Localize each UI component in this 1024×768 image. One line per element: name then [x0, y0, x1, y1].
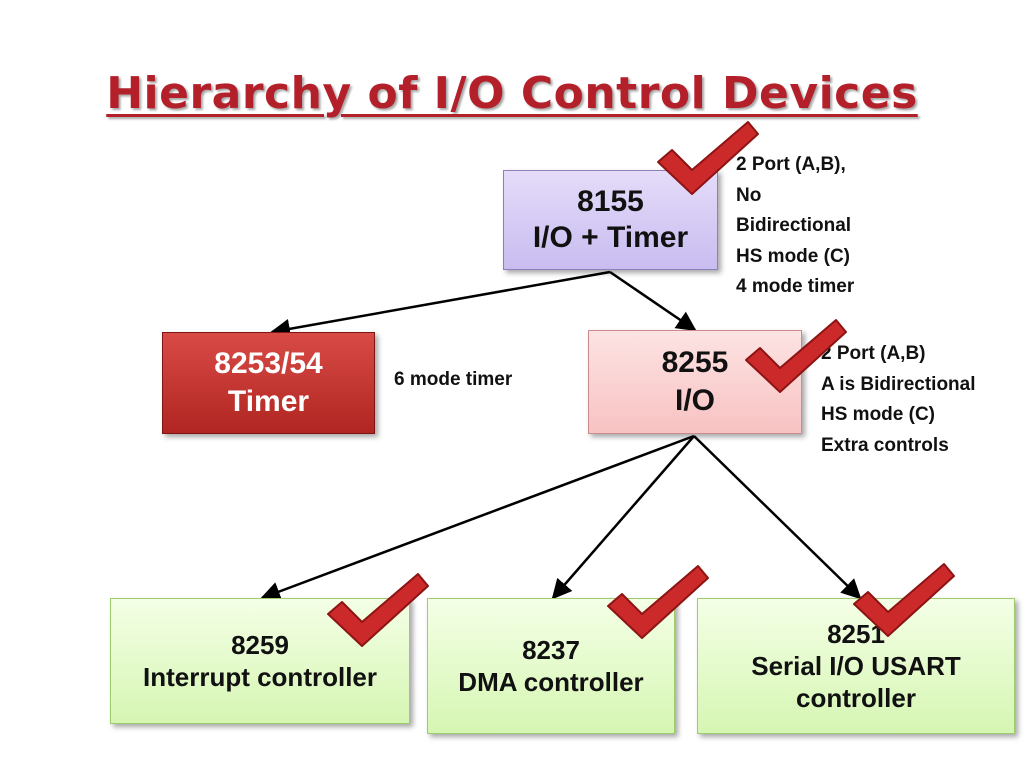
node-8255: 8255 I/O: [588, 330, 802, 434]
note-8155-features: 2 Port (A,B), No Bidirectional HS mode (…: [736, 150, 854, 303]
note-line: 2 Port (A,B): [821, 343, 926, 364]
note-line: 4 mode timer: [736, 276, 855, 297]
note-line: A is Bidirectional: [821, 373, 976, 395]
node-8259-number: 8259: [231, 630, 289, 660]
note-line: 2 Port (A,B),: [736, 154, 846, 175]
checkmark-icon: [657, 121, 759, 195]
checkmark-icon: [327, 573, 429, 647]
note-line: HS mode (C): [821, 404, 935, 425]
connector-8255-8237: [551, 435, 695, 600]
node-8253-number: 8253/54: [214, 347, 323, 380]
note-8253-features: 6 mode timer: [394, 369, 513, 390]
node-8251-label-2: controller: [796, 683, 916, 713]
node-8251: 8251 Serial I/O USART controller: [697, 598, 1015, 734]
node-8251-label: Serial I/O USART: [751, 651, 961, 681]
node-8259-label: Interrupt controller: [142, 662, 377, 692]
node-8255-number: 8255: [661, 346, 729, 379]
note-line: Extra controls: [821, 434, 949, 456]
connector-8155-8255: [609, 270, 697, 332]
node-8255-label: I/O: [674, 384, 715, 417]
note-line: No: [736, 184, 762, 206]
node-8155-number: 8155: [577, 185, 644, 218]
node-8253-label: Timer: [227, 385, 310, 418]
checkmark-icon: [607, 565, 709, 639]
note-line: HS mode (C): [736, 245, 850, 267]
page-title: Hierarchy of I/O Control Devices: [106, 68, 918, 119]
connector-8255-8259: [260, 434, 695, 602]
node-8253: 8253/54 Timer: [162, 332, 375, 434]
connector-8155-8253: [270, 270, 611, 339]
connector-8255-8251: [693, 435, 862, 600]
note-8255-features: 2 Port (A,B) A is Bidirectional HS mode …: [821, 339, 976, 461]
note-line: Bidirectional: [736, 215, 852, 236]
node-8155-label: I/O + Timer: [532, 221, 689, 254]
node-8155: 8155 I/O + Timer: [503, 170, 718, 270]
checkmark-icon: [853, 563, 955, 637]
node-8237-number: 8237: [522, 635, 580, 665]
checkmark-icon: [745, 319, 847, 393]
node-8237-label: DMA controller: [458, 667, 644, 697]
